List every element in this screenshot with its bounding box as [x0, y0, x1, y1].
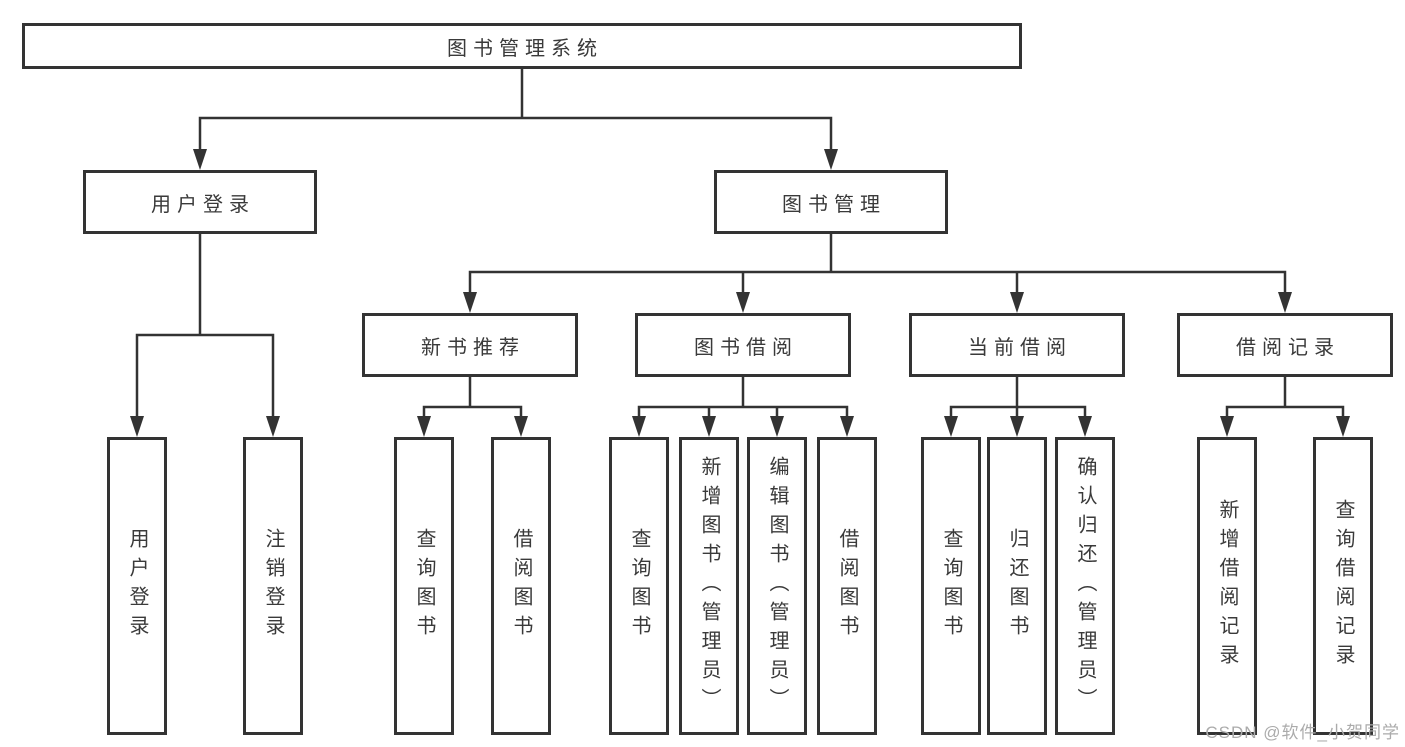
leaf-newbooks-query-books: 查询图书: [394, 437, 454, 735]
leaf-current-confirm-return-admin-label: 确认归还（管理员）: [1074, 455, 1096, 717]
leaf-borrow-query-books-label: 查询图书: [628, 528, 650, 644]
node-root-label: 图书管理系统: [447, 37, 603, 60]
leaf-current-return-books: 归还图书: [987, 437, 1047, 735]
leaf-current-query-books: 查询图书: [921, 437, 981, 735]
node-book-management-label: 图书管理: [782, 193, 886, 216]
leaf-records-add-record: 新增借阅记录: [1197, 437, 1257, 735]
node-user-login-label: 用户登录: [151, 193, 255, 216]
leaf-borrow-add-books-admin-label: 新增图书（管理员）: [698, 455, 720, 717]
leaf-borrow-query-books: 查询图书: [609, 437, 669, 735]
node-user-login: 用户登录: [83, 170, 317, 234]
node-book-management: 图书管理: [714, 170, 948, 234]
leaf-borrow-borrow-books: 借阅图书: [817, 437, 877, 735]
leaf-borrow-edit-books-admin-label: 编辑图书（管理员）: [766, 455, 788, 717]
leaf-current-confirm-return-admin: 确认归还（管理员）: [1055, 437, 1115, 735]
node-borrow-records: 借阅记录: [1177, 313, 1393, 377]
leaf-newbooks-borrow-books: 借阅图书: [491, 437, 551, 735]
leaf-logout-login: 注销登录: [243, 437, 303, 735]
leaf-records-query-record-label: 查询借阅记录: [1332, 499, 1354, 673]
csdn-watermark: CSDN @软件_小贺同学: [1205, 723, 1400, 742]
node-new-book-recommend-label: 新书推荐: [421, 336, 525, 359]
leaf-borrow-add-books-admin: 新增图书（管理员）: [679, 437, 739, 735]
node-borrow-records-label: 借阅记录: [1236, 336, 1340, 359]
node-new-book-recommend: 新书推荐: [362, 313, 578, 377]
node-book-borrow-label: 图书借阅: [694, 336, 798, 359]
arrowheads: [130, 149, 1350, 437]
leaf-records-add-record-label: 新增借阅记录: [1216, 499, 1238, 673]
node-current-borrow-label: 当前借阅: [968, 336, 1072, 359]
leaf-newbooks-borrow-books-label: 借阅图书: [510, 528, 532, 644]
leaf-records-query-record: 查询借阅记录: [1313, 437, 1373, 735]
leaf-user-login-label: 用户登录: [126, 528, 148, 644]
leaf-borrow-edit-books-admin: 编辑图书（管理员）: [747, 437, 807, 735]
leaf-current-return-books-label: 归还图书: [1006, 528, 1028, 644]
leaf-borrow-borrow-books-label: 借阅图书: [836, 528, 858, 644]
connector-lines: [135, 69, 1345, 421]
leaf-newbooks-query-books-label: 查询图书: [413, 528, 435, 644]
node-book-borrow: 图书借阅: [635, 313, 851, 377]
node-root-system: 图书管理系统: [22, 23, 1022, 69]
node-current-borrow: 当前借阅: [909, 313, 1125, 377]
leaf-logout-login-label: 注销登录: [262, 528, 284, 644]
leaf-current-query-books-label: 查询图书: [940, 528, 962, 644]
leaf-user-login: 用户登录: [107, 437, 167, 735]
